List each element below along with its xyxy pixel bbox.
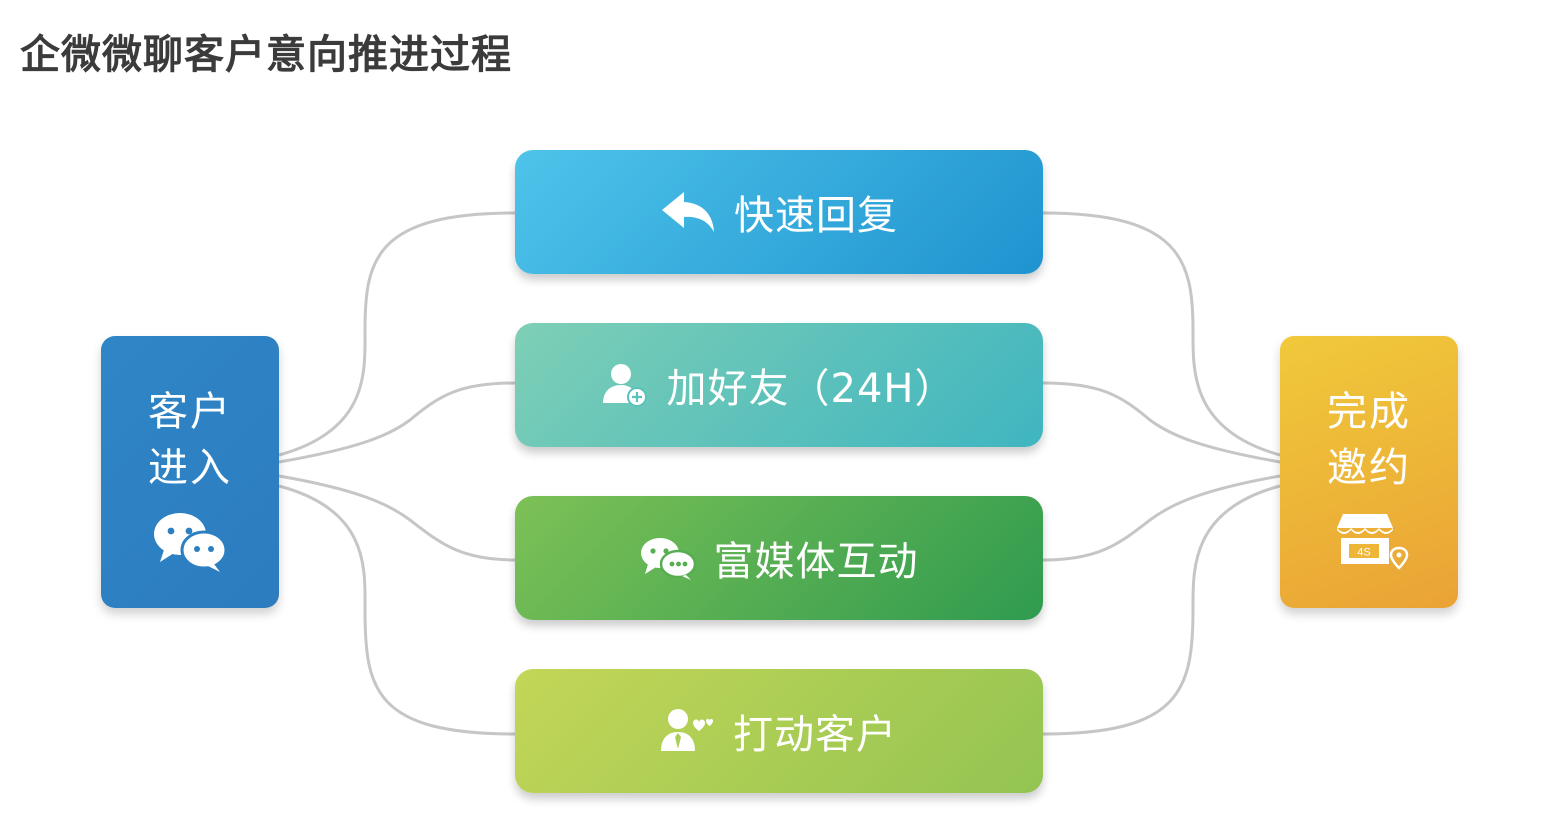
store-badge-text: 4S <box>1357 547 1370 559</box>
connector-right-2 <box>1042 381 1281 464</box>
connector-right-3 <box>1042 474 1281 562</box>
connector-left-4 <box>278 484 516 736</box>
step-label: 加好友（24H） <box>666 366 956 412</box>
wechat-icon <box>101 510 279 576</box>
step-rich-media-interaction: 富媒体互动 <box>515 496 1043 620</box>
page-title: 企微微聊客户意向推进过程 <box>20 32 512 78</box>
end-node-complete-invitation: 完成邀约 4S <box>1280 336 1458 608</box>
connector-right-4 <box>1042 484 1281 736</box>
step-label: 快速回复 <box>734 193 898 239</box>
step-move-customer: 打动客户 <box>515 669 1043 793</box>
connector-left-1 <box>278 211 516 457</box>
store-4s-location-icon: 4S <box>1280 510 1458 574</box>
connector-left-2 <box>278 381 516 464</box>
start-node-customer-enter: 客户进入 <box>101 336 279 608</box>
add-user-icon <box>602 363 649 407</box>
connector-right-1 <box>1042 211 1281 457</box>
step-add-friend: 加好友（24H） <box>515 323 1043 447</box>
reply-arrow-icon <box>660 190 716 234</box>
step-quick-reply: 快速回复 <box>515 150 1043 274</box>
chat-bubbles-icon <box>640 536 696 580</box>
step-label: 富媒体互动 <box>713 539 919 585</box>
user-heart-icon <box>661 709 715 753</box>
start-node-label: 客户进入 <box>148 389 232 491</box>
connector-left-3 <box>278 474 516 562</box>
end-node-label: 完成邀约 <box>1327 389 1411 491</box>
step-label: 打动客户 <box>733 712 897 758</box>
